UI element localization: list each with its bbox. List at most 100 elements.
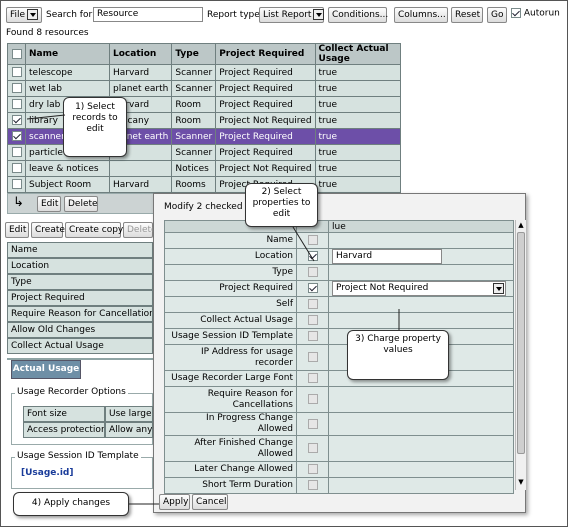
apply-button[interactable]: Apply — [159, 494, 190, 510]
row-select-cell[interactable] — [7, 144, 26, 161]
dialog-property-checkbox[interactable] — [307, 251, 318, 262]
dialog-property-check-cell[interactable] — [296, 461, 329, 478]
property-list-item[interactable]: Type — [7, 274, 153, 290]
dialog-property-checkbox[interactable] — [307, 480, 318, 491]
dialog-property-checkbox[interactable] — [307, 299, 318, 310]
dialog-property-row: Usage Session ID Template — [164, 328, 514, 345]
font-size-label: Font size — [23, 406, 105, 422]
grid-edit-button[interactable]: Edit — [37, 196, 61, 212]
row-select-cell[interactable] — [7, 112, 26, 129]
autorun-toggle[interactable]: Autorun — [511, 8, 560, 19]
row-checkbox[interactable] — [11, 115, 22, 126]
property-list-item[interactable]: Collect Actual Usage — [7, 338, 153, 354]
autorun-checkbox[interactable] — [511, 8, 521, 18]
dialog-property-checkbox[interactable] — [307, 352, 318, 363]
file-menu-button[interactable]: File — [6, 7, 42, 23]
column-header-collect-actual-usage[interactable]: Collect Actual Usage — [314, 43, 402, 65]
dialog-property-check-cell[interactable] — [296, 370, 329, 387]
dialog-property-checkbox[interactable] — [307, 331, 318, 342]
row-checkbox[interactable] — [11, 83, 22, 94]
dialog-property-check-cell[interactable] — [296, 412, 329, 436]
dialog-property-checkbox[interactable] — [307, 235, 318, 246]
dialog-property-checkbox[interactable] — [307, 373, 318, 384]
grid-delete-button[interactable]: Delete — [64, 196, 98, 212]
row-select-cell[interactable] — [7, 64, 26, 81]
dialog-scrollbar[interactable]: ▲ ▼ — [515, 220, 526, 490]
prop-create-button[interactable]: Create — [31, 222, 65, 238]
dialog-property-checkbox[interactable] — [307, 464, 318, 475]
property-list-item[interactable]: Require Reason for Cancellations — [7, 306, 153, 322]
chevron-down-icon — [27, 9, 39, 20]
prop-create-copy-button[interactable]: Create copy — [65, 222, 123, 238]
chevron-down-icon[interactable] — [493, 283, 504, 294]
select-all-checkbox[interactable] — [11, 48, 22, 59]
dialog-property-checkbox[interactable] — [307, 443, 318, 454]
dialog-property-checkbox[interactable] — [307, 283, 318, 294]
columns-button[interactable]: Columns... — [394, 7, 448, 23]
row-select-cell[interactable] — [7, 128, 26, 145]
dialog-property-checkbox[interactable] — [307, 394, 318, 405]
dialog-property-check-cell[interactable] — [296, 296, 329, 313]
prop-delete-button[interactable]: Delete — [123, 222, 157, 238]
row-checkbox[interactable] — [11, 179, 22, 190]
dialog-property-check-cell[interactable] — [296, 264, 329, 281]
row-select-cell[interactable] — [7, 96, 26, 113]
dialog-property-checkbox[interactable] — [307, 418, 318, 429]
dialog-property-check-cell[interactable] — [296, 386, 329, 413]
scroll-up-icon[interactable]: ▲ — [518, 221, 524, 229]
dialog-property-check-cell[interactable] — [296, 435, 329, 462]
row-checkbox[interactable] — [11, 147, 22, 158]
select-all-header[interactable] — [7, 43, 26, 65]
row-checkbox[interactable] — [11, 163, 22, 174]
scrollbar-thumb[interactable] — [517, 232, 525, 454]
row-checkbox[interactable] — [11, 99, 22, 110]
dialog-property-checkbox[interactable] — [307, 315, 318, 326]
column-header-type[interactable]: Type — [171, 43, 217, 65]
dialog-property-check-cell[interactable] — [296, 312, 329, 329]
column-header-location[interactable]: Location — [108, 43, 173, 65]
column-header-name[interactable]: Name — [25, 43, 110, 65]
search-label: Search for: — [46, 10, 96, 20]
row-select-cell[interactable] — [7, 176, 26, 193]
property-list-item[interactable]: Name — [7, 242, 153, 258]
column-header-project-required[interactable]: Project Required — [215, 43, 316, 65]
row-select-cell[interactable] — [7, 80, 26, 97]
location-value-input[interactable]: Harvard — [332, 249, 442, 264]
dialog-property-check-cell[interactable] — [296, 232, 329, 249]
report-type-select[interactable]: List Report — [259, 7, 325, 23]
go-button[interactable]: Go — [487, 7, 507, 23]
dialog-property-name: Location — [164, 248, 297, 265]
tab-actual-usage[interactable]: Actual Usage — [11, 360, 81, 379]
dialog-property-check-cell[interactable] — [296, 477, 329, 494]
dialog-property-check-cell[interactable] — [296, 248, 329, 265]
callout-change-values: 3) Charge property values — [347, 330, 449, 380]
row-checkbox[interactable] — [11, 131, 22, 142]
conditions-button[interactable]: Conditions... — [328, 7, 388, 23]
reset-button[interactable]: Reset — [451, 7, 483, 23]
cancel-button[interactable]: Cancel — [192, 494, 228, 510]
dialog-property-value-cell — [328, 264, 514, 281]
prop-edit-button[interactable]: Edit — [5, 222, 29, 238]
property-list-item[interactable]: Location — [7, 258, 153, 274]
project-required-select[interactable]: Project Not Required — [332, 281, 506, 296]
dialog-property-row: Collect Actual Usage — [164, 312, 514, 329]
property-list-item[interactable]: Allow Old Changes — [7, 322, 153, 338]
tab-strip — [7, 358, 153, 360]
dialog-property-name: Name — [164, 232, 297, 249]
scroll-down-icon[interactable]: ▼ — [518, 478, 524, 486]
row-checkbox[interactable] — [11, 67, 22, 78]
dialog-property-check-cell[interactable] — [296, 344, 329, 371]
dialog-property-checkbox[interactable] — [307, 267, 318, 278]
property-list-item[interactable]: Project Required — [7, 290, 153, 306]
dialog-property-check-cell[interactable] — [296, 328, 329, 345]
row-select-cell[interactable] — [7, 160, 26, 177]
search-input[interactable]: Resource — [93, 7, 203, 22]
dialog-property-check-cell[interactable] — [296, 280, 329, 297]
dialog-property-name: Usage Recorder Large Font — [164, 370, 297, 387]
